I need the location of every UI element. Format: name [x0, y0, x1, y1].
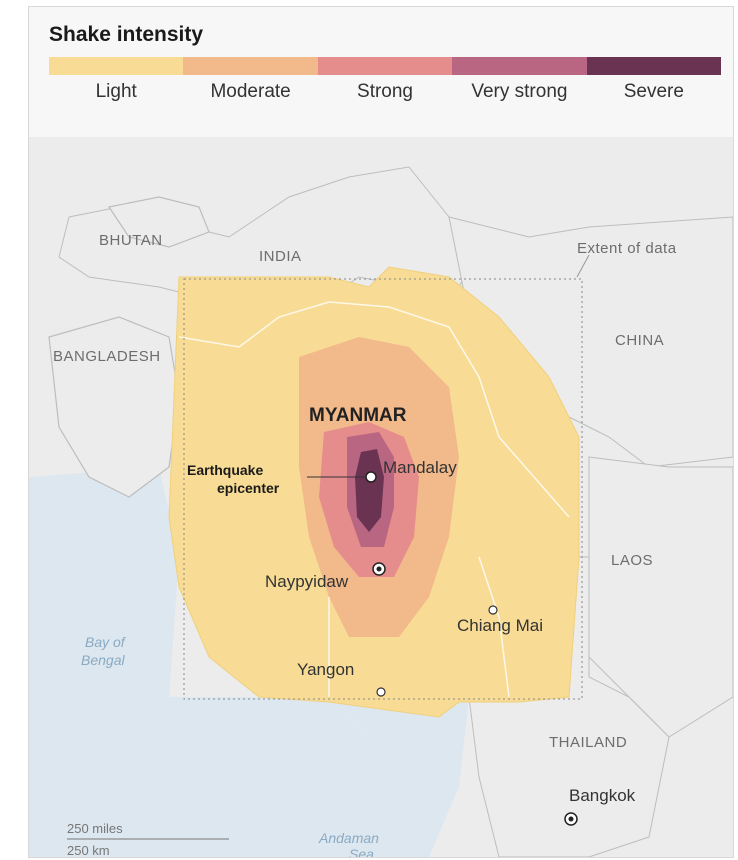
legend-swatch-light [49, 57, 184, 75]
andaman-sea-water [329, 697, 469, 857]
legend-labels: Light Moderate Strong Very strong Severe [49, 81, 721, 103]
legend-label-moderate: Moderate [210, 81, 291, 102]
bay-of-bengal-label-1: Bay of [85, 634, 127, 650]
shake-zone-severe [355, 449, 384, 532]
naypyidaw-marker-inner [376, 566, 382, 572]
legend-swatch-moderate [183, 57, 318, 75]
chiang-mai-label: Chiang Mai [457, 616, 543, 635]
extent-of-data-label: Extent of data [577, 240, 677, 257]
bangladesh-label: BANGLADESH [53, 348, 161, 365]
andaman-sea-label-2: Sea [349, 846, 374, 857]
epicenter-marker [365, 471, 377, 483]
bhutan-region [108, 196, 210, 248]
legend-color-bar [49, 57, 722, 75]
legend-swatch-strong [317, 57, 453, 75]
chiang-mai-marker [488, 605, 498, 615]
shake-map: Extent of data BHUTAN INDIA BANGLADESH C… [29, 137, 733, 857]
bangkok-label: Bangkok [569, 786, 636, 805]
extent-of-data-box [183, 278, 583, 700]
legend-label-light: Light [95, 81, 137, 102]
bay-of-bengal-label-2: Bengal [81, 652, 125, 668]
legend-label-severe: Severe [623, 81, 684, 102]
bay-of-bengal-water [29, 467, 399, 857]
naypyidaw-label: Naypyidaw [265, 572, 349, 591]
epicenter-label-line2: epicenter [217, 480, 280, 496]
legend-swatch-very-strong [452, 57, 587, 75]
legend-swatch-severe [586, 57, 722, 75]
bhutan-label: BHUTAN [99, 232, 163, 249]
epicenter-label-line1: Earthquake [187, 462, 263, 478]
laos-label: LAOS [611, 552, 653, 569]
scale-miles-label: 250 miles [67, 821, 123, 836]
mandalay-label: Mandalay [383, 458, 457, 477]
thailand-label: THAILAND [549, 734, 627, 751]
myanmar-label: MYANMAR [309, 405, 407, 426]
legend-label-very-strong: Very strong [471, 81, 568, 102]
yangon-label: Yangon [297, 660, 354, 679]
andaman-sea-label-1: Andaman [318, 830, 379, 846]
china-label: CHINA [615, 332, 664, 349]
legend-title: Shake intensity [49, 23, 204, 46]
legend: Shake intensity Light Moderate Strong Ve… [29, 7, 733, 137]
bangladesh-region [48, 316, 180, 498]
yangon-marker [376, 687, 386, 697]
india-label: INDIA [259, 248, 302, 265]
scale-km-label: 250 km [67, 843, 110, 857]
bangkok-marker-inner [568, 816, 574, 822]
legend-label-strong: Strong [357, 81, 413, 102]
extent-leader-line [576, 254, 590, 278]
myanmar-internal-borders [178, 301, 570, 698]
map-card: Shake intensity Light Moderate Strong Ve… [28, 6, 734, 858]
